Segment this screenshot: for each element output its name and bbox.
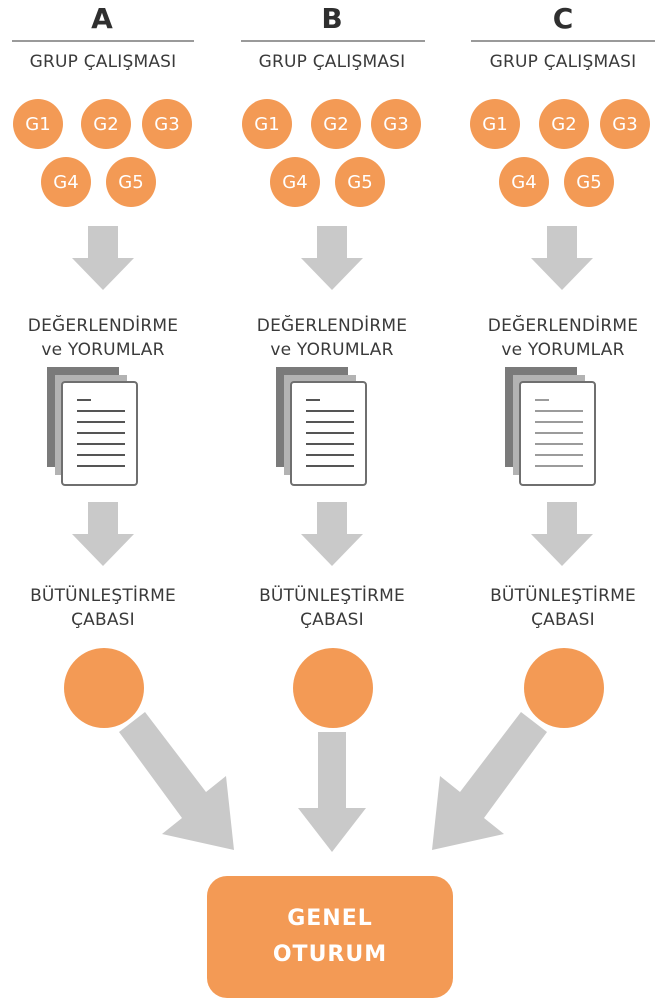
general-session-box: GENEL OTURUM xyxy=(207,876,453,998)
column-a-title: A xyxy=(91,2,113,35)
column-c-integ-label-line2: ÇABASI xyxy=(531,610,595,630)
diagonal-arrow-right-icon xyxy=(432,712,547,850)
group-circle-a-g4: G4 xyxy=(41,157,91,207)
column-a-divider xyxy=(12,40,194,42)
group-circle-c-g1: G1 xyxy=(470,99,520,149)
column-c-title: C xyxy=(552,2,574,35)
down-arrow-icon xyxy=(301,502,363,566)
integration-circle-b xyxy=(293,648,373,728)
down-arrow-icon xyxy=(72,226,134,290)
column-c-eval-label-line1: DEĞERLENDİRME xyxy=(487,316,639,336)
column-a-integ-label-line1: BÜTÜNLEŞTİRME xyxy=(30,586,176,606)
down-arrow-icon xyxy=(298,732,366,852)
group-circle-b-g1: G1 xyxy=(242,99,292,149)
down-arrow-icon xyxy=(531,226,593,290)
down-arrow-icon xyxy=(531,502,593,566)
column-b-integ-label-line2: ÇABASI xyxy=(300,610,364,630)
group-circle-c-g2: G2 xyxy=(539,99,589,149)
document-stack-icon xyxy=(505,367,596,486)
integration-circle-a xyxy=(64,648,144,728)
group-circle-a-g3: G3 xyxy=(142,99,192,149)
down-arrow-icon xyxy=(301,226,363,290)
diagonal-arrow-left-icon xyxy=(119,712,234,850)
document-stack-icon xyxy=(276,367,367,486)
group-circle-b-g4: G4 xyxy=(270,157,320,207)
group-circle-a-g2: G2 xyxy=(81,99,131,149)
group-circle-c-g5: G5 xyxy=(564,157,614,207)
column-a-eval-label-line1: DEĞERLENDİRME xyxy=(27,316,179,336)
group-circle-a-g1: G1 xyxy=(13,99,63,149)
general-session-line2: OTURUM xyxy=(272,942,388,967)
group-circle-c-g3: G3 xyxy=(600,99,650,149)
group-circle-c-g4: G4 xyxy=(499,157,549,207)
integration-circle-c xyxy=(524,648,604,728)
column-c-group-label: GRUP ÇALIŞMASI xyxy=(489,52,637,72)
group-circle-a-g5: G5 xyxy=(106,157,156,207)
general-session-line1: GENEL xyxy=(287,906,373,931)
column-a-integ-label-line2: ÇABASI xyxy=(71,610,135,630)
column-b-integ-label-line1: BÜTÜNLEŞTİRME xyxy=(259,586,405,606)
column-c-eval-label-line2: ve YORUMLAR xyxy=(501,340,625,360)
column-b-divider xyxy=(241,40,425,42)
column-c-divider xyxy=(471,40,655,42)
column-b-eval-label-line1: DEĞERLENDİRME xyxy=(256,316,408,336)
column-b-title: B xyxy=(321,2,343,35)
column-b-eval-label-line2: ve YORUMLAR xyxy=(270,340,394,360)
column-a-group-label: GRUP ÇALIŞMASI xyxy=(29,52,177,72)
group-circle-b-g2: G2 xyxy=(311,99,361,149)
column-c-integ-label-line1: BÜTÜNLEŞTİRME xyxy=(490,586,636,606)
group-circle-b-g3: G3 xyxy=(371,99,421,149)
down-arrow-icon xyxy=(72,502,134,566)
column-b-group-label: GRUP ÇALIŞMASI xyxy=(258,52,406,72)
group-circle-b-g5: G5 xyxy=(335,157,385,207)
column-a-eval-label-line2: ve YORUMLAR xyxy=(41,340,165,360)
document-stack-icon xyxy=(47,367,138,486)
